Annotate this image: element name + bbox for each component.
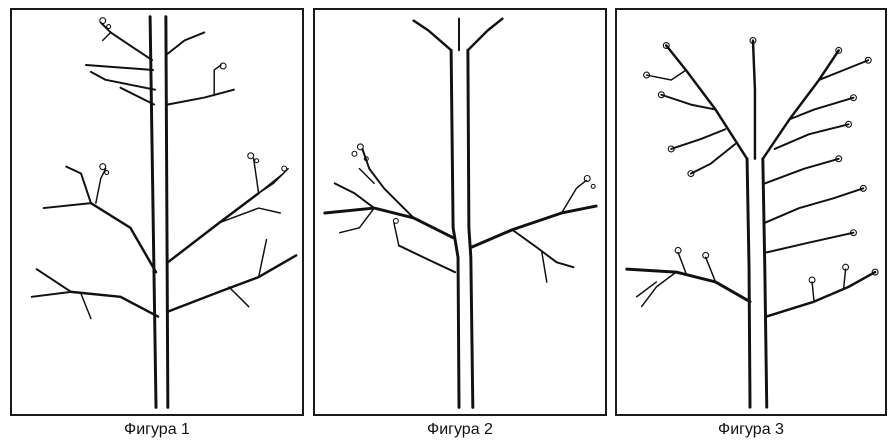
figure-1-tree-icon — [12, 10, 302, 414]
figure-1-panel — [10, 8, 304, 416]
figure-3-panel — [615, 8, 887, 416]
figure-2-panel — [313, 8, 607, 416]
figure-3-tree-icon — [617, 10, 885, 414]
figure-1-caption: Фигура 1 — [10, 419, 304, 440]
figure-2-caption: Фигура 2 — [313, 419, 607, 440]
figure-3-caption: Фигура 3 — [615, 419, 887, 440]
figure-2-tree-icon — [315, 10, 605, 414]
